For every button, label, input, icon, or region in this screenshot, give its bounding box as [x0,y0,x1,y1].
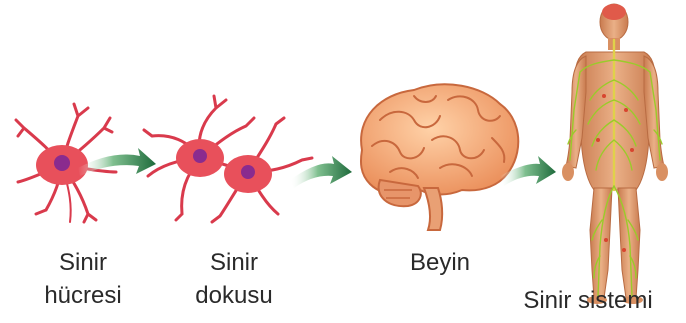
neuron-nucleus [54,155,70,171]
label-line: Sinir [184,246,284,279]
label-sinir-sistemi: Sinir sistemi [508,284,668,317]
label-line: Sinir sistemi [508,284,668,317]
label-beyin: Beyin [390,246,490,279]
label-line: Beyin [390,246,490,279]
label-line: Sinir [38,246,128,279]
neural-tissue-icon [144,96,312,222]
brain-icon [361,84,518,230]
label-line: hücresi [38,279,128,312]
label-line: dokusu [184,279,284,312]
tissue-nucleus [241,165,255,179]
label-sinir-hucresi: Sinir hücresi [38,246,128,312]
nervous-system-body-icon [562,4,668,304]
tissue-nucleus [193,149,207,163]
label-sinir-dokusu: Sinir dokusu [184,246,284,312]
